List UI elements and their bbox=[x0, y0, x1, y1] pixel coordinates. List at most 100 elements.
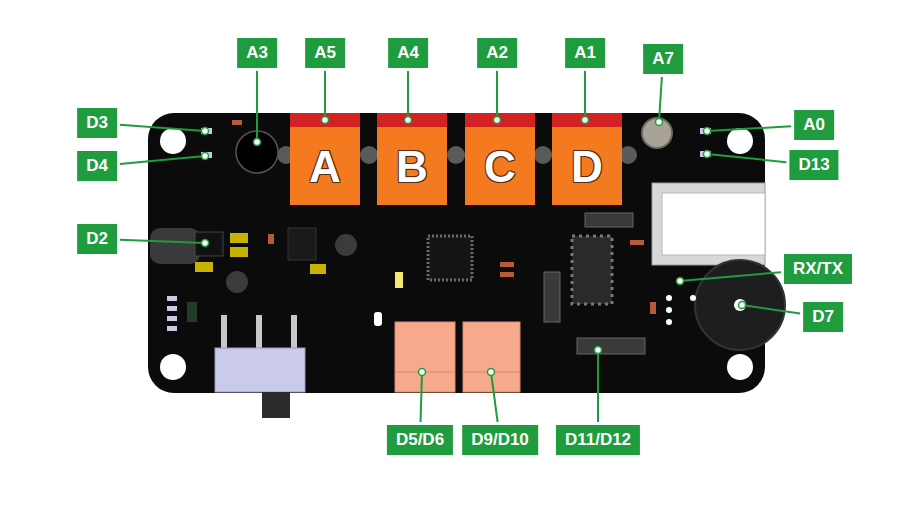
leader-line bbox=[256, 71, 258, 142]
light-sensor bbox=[642, 118, 672, 148]
push-button bbox=[465, 113, 535, 127]
pin-header bbox=[577, 338, 645, 354]
pin-label: D5/D6 bbox=[387, 425, 453, 455]
usb-connector bbox=[662, 193, 765, 255]
smd-components bbox=[288, 228, 316, 260]
smd-components bbox=[226, 271, 248, 293]
leader-dot bbox=[202, 240, 209, 247]
pcb-board bbox=[727, 128, 753, 154]
pcb-board bbox=[148, 113, 765, 393]
leader-dot bbox=[704, 151, 711, 158]
slide-switch bbox=[262, 392, 290, 418]
led-pair bbox=[167, 306, 177, 311]
leader-line bbox=[407, 71, 409, 120]
pin-header bbox=[544, 213, 645, 354]
leader-dot bbox=[322, 117, 329, 124]
leader-dot bbox=[704, 128, 711, 135]
smd-components bbox=[230, 233, 248, 243]
leader-lines bbox=[120, 71, 800, 422]
push-button bbox=[465, 113, 535, 205]
push-button bbox=[552, 113, 622, 205]
smd-components bbox=[268, 234, 274, 244]
pin-header bbox=[585, 213, 633, 227]
button-knob bbox=[360, 146, 378, 164]
smd-components bbox=[650, 302, 656, 314]
slide-switch bbox=[215, 348, 305, 392]
smd-components bbox=[666, 319, 672, 325]
leader-line bbox=[707, 126, 791, 131]
smd-components bbox=[335, 234, 357, 256]
pcb-board bbox=[148, 113, 765, 393]
leader-dot bbox=[582, 117, 589, 124]
push-button bbox=[377, 113, 447, 127]
button-letter: A bbox=[309, 143, 341, 191]
slide-switch bbox=[291, 315, 297, 348]
button-letter: B bbox=[396, 143, 428, 191]
button-letter: D bbox=[571, 143, 603, 191]
leader-dot bbox=[202, 153, 209, 160]
leader-dot bbox=[739, 302, 746, 309]
smd-components bbox=[374, 312, 382, 326]
ic-chip bbox=[572, 236, 612, 304]
pin-label: D9/D10 bbox=[462, 425, 538, 455]
leader-line bbox=[421, 372, 422, 422]
slide-switch bbox=[221, 315, 227, 348]
led-pair bbox=[167, 316, 177, 321]
smd-components bbox=[195, 232, 223, 256]
usb-connector bbox=[652, 183, 765, 265]
leader-line bbox=[597, 350, 599, 422]
pin-label: D2 bbox=[77, 224, 117, 254]
pin-label: D4 bbox=[77, 151, 117, 181]
pin-label: D13 bbox=[789, 150, 838, 180]
button-knob bbox=[534, 146, 552, 164]
leader-line bbox=[120, 240, 205, 243]
led-pair bbox=[167, 128, 711, 331]
leader-dot bbox=[488, 369, 495, 376]
leader-line bbox=[680, 272, 781, 281]
terminal-block bbox=[395, 322, 520, 392]
push-button bbox=[290, 113, 622, 205]
leader-line bbox=[707, 154, 786, 162]
leader-line bbox=[659, 77, 662, 122]
pin-label: RX/TX bbox=[784, 254, 852, 284]
smd-components bbox=[187, 302, 197, 322]
leader-line bbox=[496, 71, 498, 120]
slide-switch bbox=[256, 315, 262, 348]
leader-dot bbox=[405, 117, 412, 124]
leader-dot bbox=[202, 128, 209, 135]
pin-header bbox=[544, 272, 560, 322]
smd-components bbox=[195, 262, 213, 272]
pin-label: A7 bbox=[643, 44, 683, 74]
leader-line bbox=[120, 125, 205, 131]
smd-components bbox=[690, 295, 696, 301]
smd-components bbox=[630, 240, 644, 245]
pcb-board bbox=[160, 354, 186, 380]
smd-components bbox=[150, 228, 200, 264]
pcb-board bbox=[160, 128, 186, 154]
pin-label: A1 bbox=[565, 38, 605, 68]
smd-components bbox=[500, 272, 514, 277]
slide-switch bbox=[215, 315, 305, 418]
pin-label: D7 bbox=[803, 302, 843, 332]
leader-dot bbox=[494, 117, 501, 124]
leader-dot bbox=[254, 139, 261, 146]
leader-line bbox=[584, 71, 586, 120]
push-button bbox=[290, 113, 360, 205]
usb-connector bbox=[652, 183, 765, 265]
light-sensor bbox=[642, 118, 672, 148]
leader-line bbox=[324, 71, 326, 120]
leader-line bbox=[742, 305, 800, 314]
pin-label: A4 bbox=[388, 38, 428, 68]
leader-dot bbox=[595, 347, 602, 354]
led-pair bbox=[167, 296, 177, 301]
smd-components bbox=[232, 120, 242, 125]
button-knob bbox=[447, 146, 465, 164]
smd-components bbox=[666, 295, 672, 301]
smd-components bbox=[395, 272, 403, 288]
pin-label: D3 bbox=[77, 108, 117, 138]
leader-dot bbox=[419, 369, 426, 376]
push-button bbox=[552, 113, 622, 127]
push-button bbox=[377, 113, 447, 205]
led-pair bbox=[167, 326, 177, 331]
